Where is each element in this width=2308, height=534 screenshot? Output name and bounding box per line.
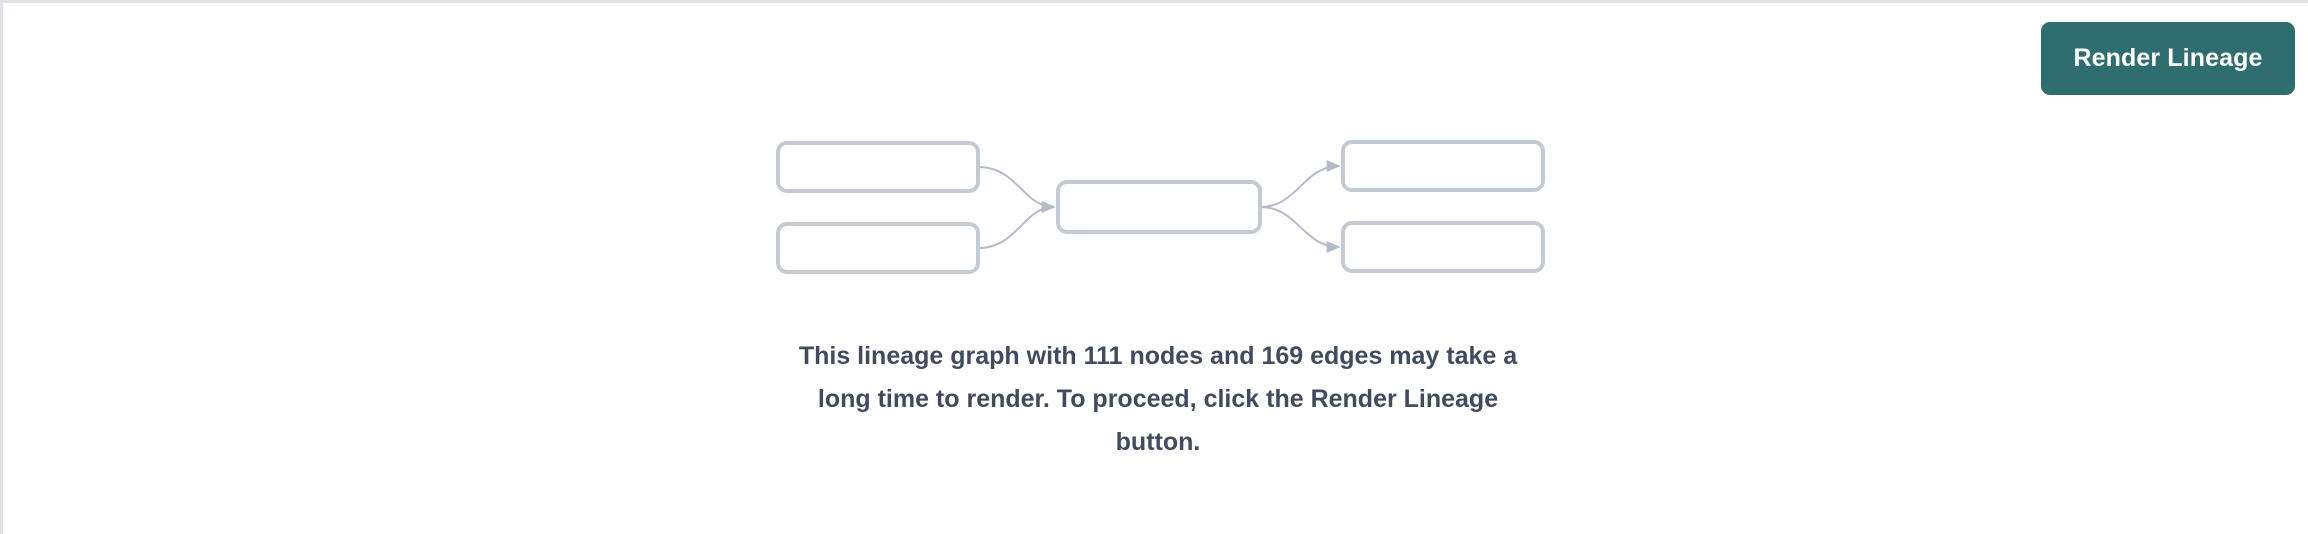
lineage-graph-illustration xyxy=(776,140,1545,274)
lineage-node-source-2 xyxy=(776,222,980,274)
lineage-node-target-2 xyxy=(1341,221,1545,273)
lineage-node-source-1 xyxy=(776,141,980,193)
render-lineage-button[interactable]: Render Lineage xyxy=(2041,22,2295,95)
lineage-placeholder: This lineage graph with 111 nodes and 16… xyxy=(3,3,2308,534)
lineage-placeholder-message: This lineage graph with 111 nodes and 16… xyxy=(798,342,1518,456)
lineage-edge-source-1-to-center xyxy=(977,166,1056,213)
lineage-edge-center-to-target-2 xyxy=(1259,206,1341,253)
lineage-edge-source-2-to-center xyxy=(977,201,1056,249)
lineage-edge-center-to-target-1 xyxy=(1259,160,1341,208)
lineage-node-center-1 xyxy=(1056,180,1262,234)
lineage-node-target-1 xyxy=(1341,140,1545,192)
